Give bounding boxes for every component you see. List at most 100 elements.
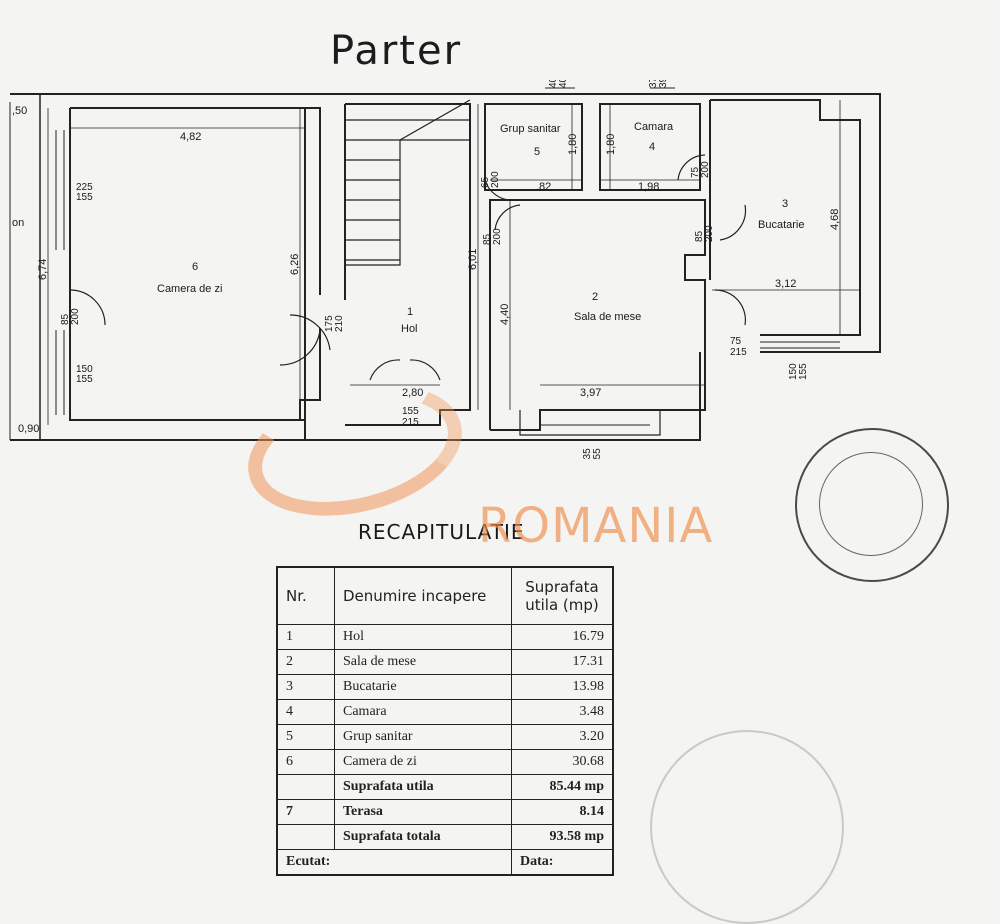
room-name-camera-de-zi: Camera de zi xyxy=(157,283,222,295)
table-row: 4 Camara 3.48 xyxy=(276,699,614,725)
cell-nr: 6 xyxy=(276,749,335,775)
hol-outline xyxy=(344,103,471,426)
outer-wall xyxy=(10,93,881,441)
cell-area: 3.20 xyxy=(511,724,614,750)
terasa-value: 8.14 xyxy=(511,799,614,825)
opening-label: 65 xyxy=(480,176,491,188)
room-number-4: 4 xyxy=(649,141,655,153)
table-row: 5 Grup sanitar 3.20 xyxy=(276,724,614,750)
header-room-name: Denumire incapere xyxy=(334,566,512,625)
camara-outline xyxy=(599,103,701,191)
dim-label: 4,68 xyxy=(829,209,841,230)
cell-empty xyxy=(276,824,335,850)
stamp-emblem-ring xyxy=(819,452,923,556)
room-number-5: 5 xyxy=(534,146,540,158)
footer-row: Ecutat: Data: xyxy=(276,849,614,876)
opening-label: 200 xyxy=(490,171,501,188)
opening-label: 200 xyxy=(70,308,81,325)
opening-label: 200 xyxy=(492,228,503,245)
opening-label: 155 xyxy=(402,406,419,417)
table-row: 1 Hol 16.79 xyxy=(276,624,614,650)
opening-label: 200 xyxy=(700,161,711,178)
room-name-hol: Hol xyxy=(401,323,418,335)
cell-area: 16.79 xyxy=(511,624,614,650)
cell-name: Camara xyxy=(334,699,512,725)
camera-de-zi-outline xyxy=(69,107,306,440)
cell-nr: 5 xyxy=(276,724,335,750)
opening-label: 85 xyxy=(694,230,705,242)
opening-label: 235 xyxy=(582,448,593,460)
dim-label: 6,26 xyxy=(289,254,301,275)
opening-label: 40 xyxy=(558,80,569,88)
room-name-camara: Camara xyxy=(634,121,674,133)
cell-nr: 3 xyxy=(276,674,335,700)
opening-label: 150 xyxy=(76,364,93,375)
dim-label: 0,90 xyxy=(18,423,39,435)
total-label: Suprafata totala xyxy=(334,824,512,850)
cell-area: 3.48 xyxy=(511,699,614,725)
cell-nr: 2 xyxy=(276,649,335,675)
recap-title: RECAPITULATIE xyxy=(358,520,525,544)
cell-name: Grup sanitar xyxy=(334,724,512,750)
watermark-text: ROMANIA xyxy=(478,498,714,554)
opening-label: 225 xyxy=(76,182,93,193)
cell-empty xyxy=(276,774,335,800)
dim-label: .82 xyxy=(536,181,551,193)
dimension-lines xyxy=(47,100,860,425)
cadastre-stamp xyxy=(795,428,949,582)
subtotal-label: Suprafata utila xyxy=(334,774,512,800)
cell-area: 13.98 xyxy=(511,674,614,700)
dim-label: 1,80 xyxy=(567,134,579,155)
dim-label: on xyxy=(12,217,24,229)
footer-data: Data: xyxy=(511,849,614,876)
room-number-1: 1 xyxy=(407,306,413,318)
cell-nr: 7 xyxy=(276,799,335,825)
dim-label: 4,40 xyxy=(499,304,511,325)
cell-area: 30.68 xyxy=(511,749,614,775)
room-name-sala-de-mese: Sala de mese xyxy=(574,311,641,323)
floor-plan-drawing: 1 Hol 2 Sala de mese 3 Bucatarie 4 Camar… xyxy=(9,80,881,460)
cell-name: Sala de mese xyxy=(334,649,512,675)
opening-label: 200 xyxy=(704,225,715,242)
terasa-label: Terasa xyxy=(334,799,512,825)
opening-label: 75 xyxy=(690,166,701,178)
cell-name: Hol xyxy=(334,624,512,650)
opening-label: 150 xyxy=(788,363,799,380)
window-marks xyxy=(55,87,840,415)
dim-label: 4,82 xyxy=(180,131,201,143)
cell-name: Bucatarie xyxy=(334,674,512,700)
grup-sanitar-outline xyxy=(484,103,583,191)
opening-label: 85 xyxy=(60,313,71,325)
room-name-grup-sanitar: Grup sanitar xyxy=(500,123,561,135)
cell-area: 17.31 xyxy=(511,649,614,675)
door-swings xyxy=(69,154,747,381)
area-summary-table: Nr. Denumire incapere Suprafata utila (m… xyxy=(276,566,614,876)
header-area: Suprafata utila (mp) xyxy=(511,566,614,625)
opening-label: 155 xyxy=(798,363,809,380)
table-row: 3 Bucatarie 13.98 xyxy=(276,674,614,700)
sala-de-mese-outline xyxy=(490,199,706,431)
opening-label: 210 xyxy=(334,315,345,332)
total-value: 93.58 mp xyxy=(511,824,614,850)
opening-label: 155 xyxy=(76,374,93,385)
page-title: Parter xyxy=(330,28,463,74)
dim-label: 3,97 xyxy=(580,387,601,399)
opening-label: 75 xyxy=(730,336,742,347)
opening-label: 40 xyxy=(548,80,559,88)
table-row: 6 Camera de zi 30.68 xyxy=(276,749,614,775)
cell-nr: 4 xyxy=(276,699,335,725)
subtotal-value: 85.44 mp xyxy=(511,774,614,800)
opening-label: 175 xyxy=(324,315,335,332)
staircase xyxy=(345,99,471,266)
dim-label: 3,12 xyxy=(775,278,796,290)
room-number-6: 6 xyxy=(192,261,198,273)
total-row: Suprafata totala 93.58 mp xyxy=(276,824,614,850)
table-row: 2 Sala de mese 17.31 xyxy=(276,649,614,675)
room-number-2: 2 xyxy=(592,291,598,303)
opening-label: 37 xyxy=(648,80,659,88)
dim-label: 1,80 xyxy=(605,134,617,155)
opening-label: 155 xyxy=(592,448,603,460)
header-nr: Nr. xyxy=(276,566,335,625)
subtotal-row: Suprafata utila 85.44 mp xyxy=(276,774,614,800)
dim-label: 2,80 xyxy=(402,387,423,399)
